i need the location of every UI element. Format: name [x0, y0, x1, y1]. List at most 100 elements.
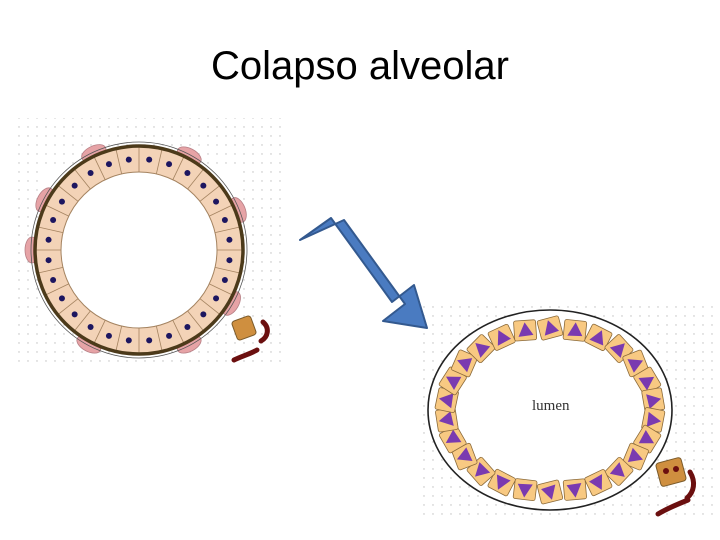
fiber-fragment	[231, 347, 260, 363]
nucleus	[646, 394, 662, 409]
cell-boundary	[187, 168, 205, 190]
cell-boundary	[45, 204, 69, 217]
cell-boundary	[214, 266, 241, 274]
fiber-fragment	[655, 497, 691, 517]
collapsed-cell	[536, 479, 564, 505]
cell-boundary	[172, 156, 185, 180]
collapsed-alveolus: lumen	[427, 309, 673, 511]
collapsed-cell	[633, 424, 662, 454]
nucleus	[184, 324, 191, 331]
collapsed-cell	[512, 478, 538, 502]
nucleus	[71, 311, 78, 318]
collapsed-cell	[622, 349, 649, 378]
detached-cell	[655, 457, 687, 487]
cell-boundary	[57, 298, 79, 316]
nucleus	[221, 216, 228, 223]
nucleus	[475, 343, 491, 358]
nucleus	[50, 216, 57, 223]
nucleus	[609, 462, 625, 477]
detached-cell	[231, 315, 257, 341]
collapsed-cell	[584, 469, 613, 497]
cell-boundary	[37, 226, 64, 234]
cell-boundary	[209, 283, 233, 296]
nucleus	[456, 447, 473, 462]
cell-boundary	[199, 298, 221, 316]
debris-right	[655, 457, 697, 517]
nucleus	[475, 462, 491, 477]
cell-boundary	[172, 320, 185, 344]
nucleus	[105, 332, 112, 339]
collapsed-cell	[562, 319, 588, 342]
nucleus	[50, 277, 57, 284]
nucleus	[609, 343, 625, 358]
lumen-label: lumen	[532, 398, 570, 414]
nucleus	[166, 161, 173, 168]
nucleus	[166, 332, 173, 339]
nucleus	[518, 322, 534, 337]
cell-boundary	[187, 310, 205, 332]
cell-boundary	[214, 226, 241, 234]
cell-boundary	[199, 184, 221, 202]
nucleus	[213, 295, 220, 302]
detached-cell-nucleus	[673, 466, 679, 472]
cell-boundary	[155, 148, 163, 175]
nucleus	[213, 198, 220, 205]
detached-cell-nucleus	[663, 468, 669, 474]
nucleus	[497, 330, 512, 346]
cell-boundary	[45, 283, 69, 296]
nucleus	[226, 257, 233, 264]
nucleus	[457, 358, 473, 373]
nucleus	[87, 324, 94, 331]
epithelial-nuclei	[45, 156, 233, 344]
cell-boundary	[37, 266, 64, 274]
collapsed-cell	[584, 323, 613, 351]
collapsed-cell	[435, 407, 459, 433]
nucleus	[146, 337, 153, 344]
collapsed-cell	[438, 366, 467, 396]
capillary-outline	[30, 141, 248, 359]
nucleus	[87, 169, 94, 176]
cell-boundary	[115, 148, 123, 175]
cell-boundary	[115, 325, 123, 352]
nucleus	[58, 295, 65, 302]
nucleus	[566, 483, 582, 498]
nucleus	[125, 156, 132, 163]
nucleus	[541, 484, 556, 500]
nucleus	[646, 411, 662, 427]
epithelial-ring	[30, 141, 248, 359]
nucleus	[125, 337, 132, 344]
nucleus	[226, 236, 233, 243]
nucleus	[58, 198, 65, 205]
debris-left	[231, 315, 270, 363]
collapsed-cell	[487, 468, 516, 497]
collapsed-cell	[466, 334, 496, 364]
collapsed-cell	[438, 424, 467, 454]
nucleus	[589, 330, 604, 346]
cell-boundary	[209, 204, 233, 217]
collapsed-cell	[622, 442, 649, 471]
alveolus-outline	[427, 309, 673, 511]
cell-boundary	[155, 325, 163, 352]
nucleus	[438, 411, 454, 426]
nucleus	[517, 483, 533, 498]
nucleus	[496, 474, 511, 490]
nucleus	[544, 320, 560, 336]
collapsed-cell	[536, 315, 564, 341]
nucleus	[200, 311, 207, 318]
collapsed-cell	[451, 442, 478, 471]
collapsed-cell	[513, 319, 538, 342]
normal-alveolus	[24, 141, 248, 359]
cell-boundary	[57, 184, 79, 202]
fiber-fragment	[258, 319, 270, 344]
nucleus	[184, 169, 191, 176]
cell-boundary	[93, 156, 106, 180]
basement-membrane	[33, 144, 245, 356]
nucleus	[445, 429, 462, 444]
cell-boundary	[73, 168, 91, 190]
nucleus	[446, 376, 462, 391]
nucleus	[638, 376, 655, 391]
collapsed-cell	[451, 349, 478, 378]
slide-title: Colapso alveolar	[211, 44, 509, 88]
collapsed-cell	[604, 456, 634, 486]
